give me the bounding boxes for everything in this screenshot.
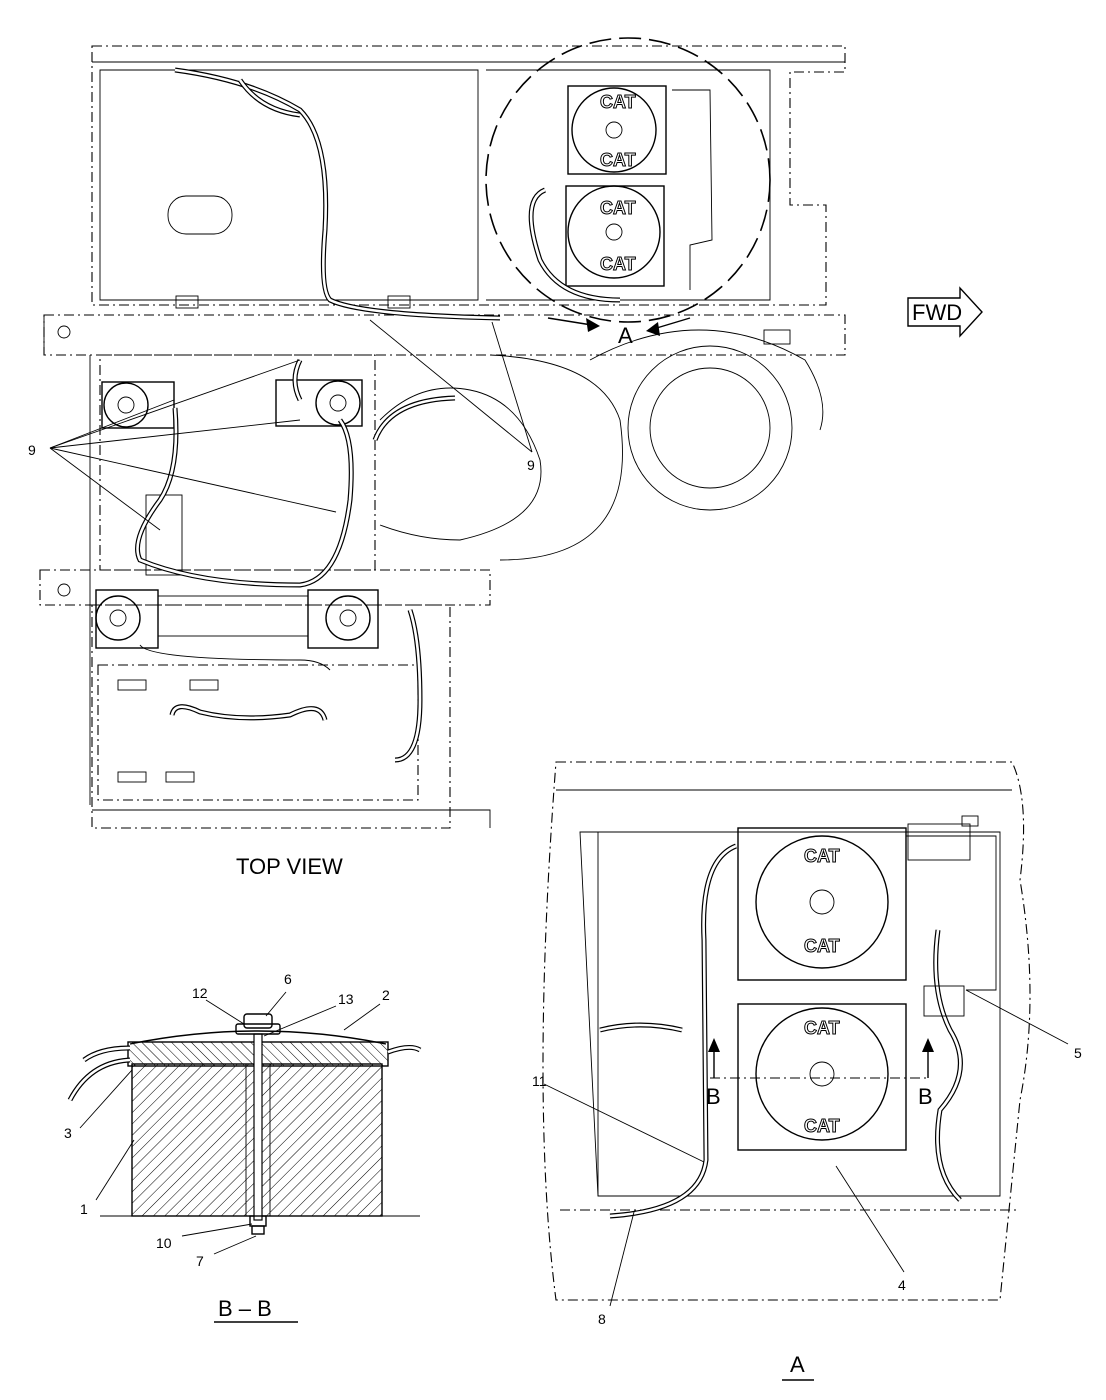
section-b-marker-right: B	[918, 1084, 933, 1109]
callout-1: 1	[80, 1201, 88, 1217]
cat-logo: CAT	[804, 936, 840, 956]
cat-logo: CAT	[600, 254, 636, 274]
top-view-title: TOP VIEW	[236, 854, 343, 879]
callout-3: 3	[64, 1125, 72, 1141]
callout-8: 8	[598, 1311, 606, 1327]
callout-5: 5	[1074, 1045, 1082, 1061]
callout-11: 11	[532, 1073, 547, 1089]
detail-a-title: A	[790, 1352, 805, 1377]
cat-logo: CAT	[600, 150, 636, 170]
section-b-b: 12 6 13 2 3 1 10 7	[64, 971, 422, 1269]
section-b-marker-left: B	[706, 1084, 721, 1109]
callout-9-right: 9	[527, 457, 535, 473]
cat-logo: CAT	[804, 1018, 840, 1038]
fwd-label: FWD	[912, 300, 962, 325]
callout-7: 7	[196, 1253, 204, 1269]
detail-a: CAT CAT CAT CAT B B 11 5 4 8	[532, 761, 1082, 1327]
callout-9-left: 9	[28, 442, 36, 458]
top-view: CAT CAT CAT CAT A FWD	[28, 37, 983, 829]
callout-13: 13	[338, 991, 354, 1007]
cat-logo: CAT	[600, 92, 636, 112]
callout-6: 6	[284, 971, 292, 987]
callout-10: 10	[156, 1235, 172, 1251]
section-b-b-title: B – B	[218, 1296, 272, 1321]
detail-a-marker: A	[618, 323, 633, 348]
cat-logo: CAT	[600, 198, 636, 218]
callout-12: 12	[192, 985, 208, 1001]
callout-2: 2	[382, 987, 390, 1003]
cat-logo: CAT	[804, 846, 840, 866]
cat-logo: CAT	[804, 1116, 840, 1136]
callout-4: 4	[898, 1277, 906, 1293]
